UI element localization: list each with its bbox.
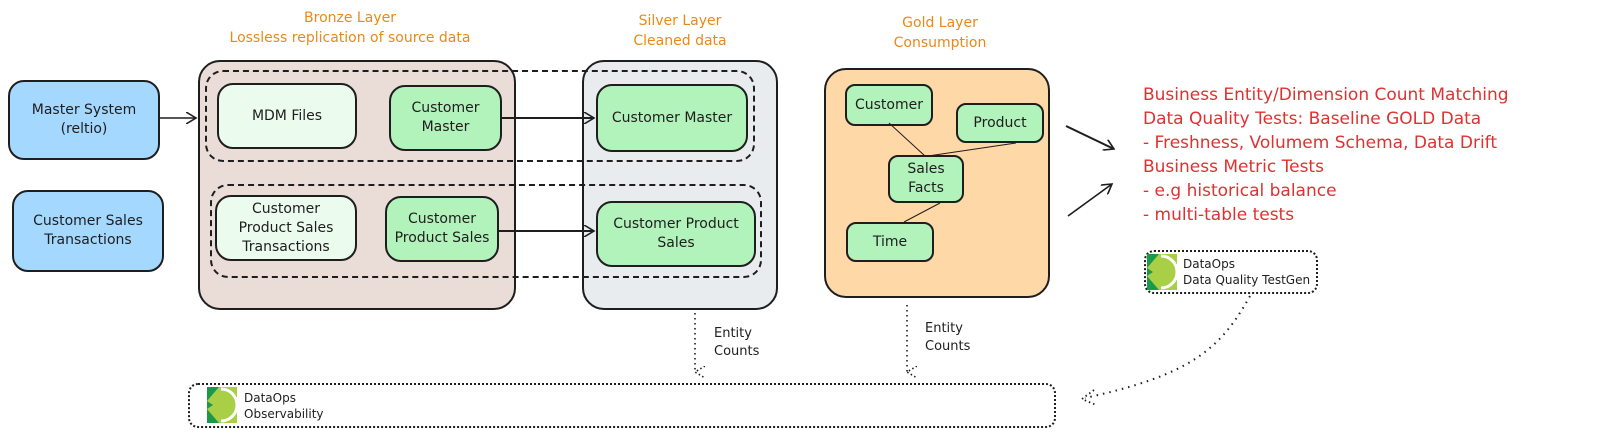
customer-product-sales-lineage-group	[210, 184, 762, 278]
testgen-label: DataOps Data Quality TestGen	[1183, 256, 1310, 288]
test-item: Business Entity/Dimension Count Matching	[1143, 85, 1509, 105]
observability-label: DataOps Observability	[244, 390, 324, 422]
node-label: Customer	[251, 200, 320, 217]
node-label: Customer	[411, 100, 480, 116]
test-item: Business Metric Tests	[1143, 157, 1324, 177]
gold-layer-title: Gold Layer Consumption	[850, 13, 1030, 53]
test-item: - e.g historical balance	[1143, 181, 1337, 201]
dataops-logo-icon	[1147, 254, 1177, 290]
testgen-product: Data Quality TestGen	[1183, 273, 1311, 287]
entity-label: Entity	[925, 321, 963, 336]
node-label: Product Sales	[238, 219, 334, 236]
node-label: Time	[872, 233, 908, 250]
test-item: - multi-table tests	[1143, 205, 1295, 225]
testgen-brand: DataOps	[1183, 257, 1235, 271]
silver-layer-title: Silver Layer Cleaned data	[590, 11, 770, 51]
node-label: Customer Master	[611, 109, 733, 126]
customer-master-lineage-group	[205, 70, 755, 162]
silver-node-customer-master[interactable]: Customer Master	[596, 84, 748, 152]
bronze-layer-description: Lossless replication of source data	[229, 30, 471, 46]
node-label: Customer	[407, 211, 476, 227]
node-label: MDM Files	[251, 107, 323, 124]
node-label: Customer Product	[613, 216, 739, 232]
node-label: Facts	[908, 180, 944, 196]
gold-node-time[interactable]: Time	[846, 222, 934, 262]
source-label: Master System	[31, 102, 137, 118]
test-item: Data Quality Tests: Baseline GOLD Data	[1143, 109, 1482, 129]
node-label: Product	[973, 114, 1027, 131]
link-customer-sales-facts	[888, 122, 926, 157]
node-label: Sales	[657, 235, 695, 251]
testgen-tool-box[interactable]	[1144, 250, 1318, 294]
arrow-gold-to-tests-2	[1067, 184, 1112, 217]
dataops-logo-icon	[207, 387, 237, 423]
arrow-testgen-to-observability	[1084, 295, 1251, 399]
observability-product: Observability	[244, 407, 324, 421]
silver-layer-name: Silver Layer	[638, 13, 722, 29]
bronze-node-mdm-files[interactable]: MDM Files	[217, 83, 357, 149]
source-master-system[interactable]: Master System (reltio)	[8, 80, 160, 160]
gold-layer-description: Consumption	[893, 35, 987, 51]
counts-label: Counts	[714, 344, 760, 359]
arrowhead-testgen-to-observability	[1080, 389, 1097, 406]
link-sales-facts-time	[903, 202, 941, 223]
node-label: Product Sales	[394, 230, 490, 246]
counts-label: Counts	[925, 339, 971, 354]
gold-layer-name: Gold Layer	[902, 15, 978, 31]
silver-entity-counts-label: Entity Counts	[714, 325, 759, 361]
source-label: Customer Sales	[33, 213, 143, 229]
node-label: Transactions	[242, 238, 330, 255]
arrow-gold-to-tests-1	[1065, 125, 1114, 149]
source-sublabel: Transactions	[44, 232, 132, 248]
bronze-layer-name: Bronze Layer	[304, 10, 396, 26]
entity-label: Entity	[714, 326, 752, 341]
tests-list: Business Entity/Dimension Count Matching…	[1143, 83, 1509, 227]
observability-brand: DataOps	[244, 391, 296, 405]
gold-node-customer[interactable]: Customer	[845, 84, 933, 126]
bronze-layer-title: Bronze Layer Lossless replication of sou…	[200, 8, 500, 48]
link-product-sales-facts	[927, 142, 1017, 157]
test-item: - Freshness, Volumem Schema, Data Drift	[1143, 133, 1498, 153]
observability-tool-box[interactable]	[188, 383, 1056, 428]
source-sublabel: (reltio)	[60, 121, 108, 137]
gold-node-product[interactable]: Product	[956, 103, 1044, 143]
node-label: Customer	[854, 96, 923, 113]
gold-entity-counts-label: Entity Counts	[925, 320, 970, 356]
silver-layer-description: Cleaned data	[633, 33, 727, 49]
node-label: Sales	[907, 161, 945, 177]
node-label: Master	[421, 119, 470, 135]
